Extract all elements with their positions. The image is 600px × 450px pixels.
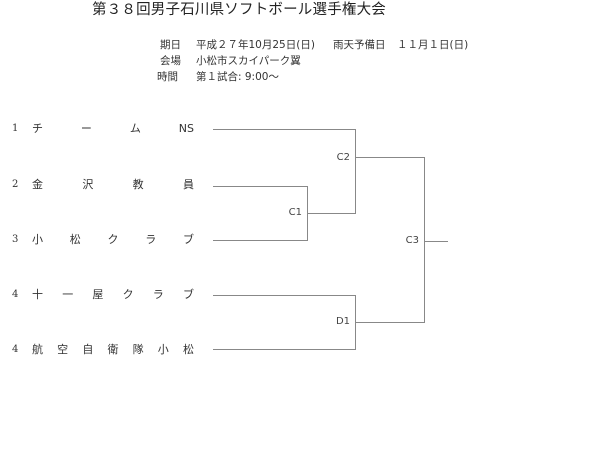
team-name-char: 十 [32, 288, 43, 301]
time-label: 時間 [157, 71, 178, 83]
team-row-4: 4 十 一 屋 ク ラ ブ [0, 287, 200, 303]
team-seed: 2 [12, 179, 19, 190]
bracket-line-team-5 [213, 349, 355, 350]
team-name-char: 沢 [82, 178, 94, 191]
rain-date-label: 雨天予備日 [333, 39, 386, 51]
team-seed: 1 [12, 123, 19, 134]
team-name: 金 沢 教 員 [32, 177, 194, 193]
team-name-char: ラ [145, 233, 157, 246]
team-name-char: 自 [82, 343, 94, 356]
team-name-char: 松 [69, 233, 81, 246]
bracket-line-team-2 [213, 186, 307, 187]
bracket-d1-out [355, 322, 424, 323]
match-label-c1: C1 [288, 207, 302, 218]
team-row-3: 3 小 松 ク ラ ブ [0, 232, 200, 248]
team-name-char: NS [178, 122, 194, 135]
team-name: 小 松 ク ラ ブ [32, 232, 194, 248]
team-seed: 4 [12, 289, 19, 300]
team-name-char: 一 [62, 288, 74, 301]
bracket-line-team-1 [213, 129, 355, 130]
team-name-char: 航 [32, 343, 43, 356]
team-name-char: チ [32, 122, 43, 135]
bracket-c2-vertical [355, 129, 356, 214]
team-name: チ ー ム NS [32, 121, 194, 137]
match-label-c2: C2 [336, 152, 350, 163]
team-name-char: 松 [182, 343, 194, 356]
team-name: 航 空 自 衛 隊 小 松 [32, 342, 194, 358]
bracket-line-team-3 [213, 240, 307, 241]
team-name-char: 員 [182, 178, 194, 191]
match-label-c3: C3 [405, 235, 419, 246]
bracket-c3-vertical [424, 157, 425, 323]
team-name-char: 隊 [132, 343, 144, 356]
bracket-c3-out [424, 241, 448, 242]
bracket-line-team-4 [213, 295, 355, 296]
team-name-char: 金 [32, 178, 43, 191]
team-row-5: 4 航 空 自 衛 隊 小 松 [0, 342, 200, 358]
bracket-c1-out [307, 213, 355, 214]
date-value: 平成２７年10月25日(日) [196, 39, 315, 51]
venue-label: 会場 [160, 55, 181, 67]
match-label-d1: D1 [335, 316, 350, 327]
team-name-char: ム [129, 122, 141, 135]
team-name-char: 空 [57, 343, 69, 356]
team-name-char: 小 [157, 343, 169, 356]
team-row-2: 2 金 沢 教 員 [0, 177, 200, 193]
team-name-char: ラ [152, 288, 164, 301]
venue-value: 小松市スカイパーク翼 [196, 55, 301, 67]
team-name-char: 小 [32, 233, 43, 246]
team-row-1: 1 チ ー ム NS [0, 121, 200, 137]
team-name-char: ブ [183, 233, 194, 246]
team-name-char: 衛 [107, 343, 119, 356]
team-name: 十 一 屋 ク ラ ブ [32, 287, 194, 303]
bracket-c2-out [355, 157, 424, 158]
team-seed: 3 [12, 234, 19, 245]
team-name-char: ブ [182, 288, 194, 301]
date-label: 期日 [160, 39, 181, 51]
team-name-char: ク [107, 233, 119, 246]
team-seed: 4 [12, 344, 19, 355]
team-name-char: ク [122, 288, 134, 301]
time-value: 第１試合: 9:00～ [196, 71, 279, 83]
team-name-char: ー [80, 122, 92, 135]
tournament-title: 第３８回男子石川県ソフトボール選手権大会 [92, 2, 386, 18]
team-name-char: 屋 [92, 288, 104, 301]
team-name-char: 教 [132, 178, 144, 191]
rain-date-value: １１月１日(日) [397, 39, 469, 51]
